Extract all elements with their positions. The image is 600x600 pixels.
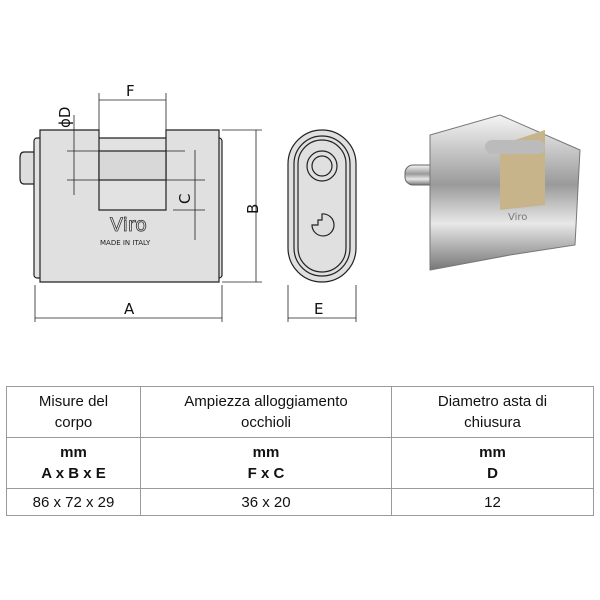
- padlock-technical-drawing: F ϕD C B A Viro MADE IN ITALY E Viro: [19, 82, 581, 322]
- units-shackle-width: mm F x C: [140, 437, 392, 489]
- table-header-row: Misure del corpo Ampiezza alloggiamento oc…: [6, 386, 594, 438]
- dimension-text: D: [487, 465, 498, 482]
- header-bolt-diameter: Diametro asta di chiusura: [391, 386, 594, 438]
- header-text: Diametro asta di: [437, 393, 548, 410]
- header-text: chiusura: [464, 414, 521, 431]
- svg-text:Viro: Viro: [508, 212, 527, 223]
- padlock-product-photo: Viro: [404, 114, 581, 271]
- dimension-text: A x B x E: [41, 465, 106, 482]
- dimension-label-e: E: [314, 300, 323, 318]
- units-body-size: mm A x B x E: [6, 437, 141, 489]
- dimension-label-d: ϕD: [56, 107, 74, 128]
- table-values-row: 86 x 72 x 29 36 x 20 12: [6, 488, 594, 516]
- header-text: Misure del: [38, 393, 109, 410]
- made-in-italy-text: MADE IN ITALY: [100, 239, 151, 247]
- unit-text: mm: [479, 444, 506, 461]
- specifications-table: Misure del corpo Ampiezza alloggiamento oc…: [6, 386, 594, 516]
- dimension-text: F x C: [247, 465, 285, 482]
- header-text: corpo: [54, 414, 93, 431]
- value-bolt-diameter: 12: [391, 488, 594, 516]
- value-shackle-width: 36 x 20: [140, 488, 392, 516]
- dimension-label-f: F: [126, 82, 135, 100]
- brand-logo: Viro: [110, 214, 147, 236]
- padlock-front-view: [19, 93, 262, 322]
- dimension-label-b: B: [244, 204, 262, 214]
- unit-text: mm: [252, 444, 280, 461]
- header-text: Ampiezza alloggiamento: [184, 393, 348, 410]
- header-shackle-width: Ampiezza alloggiamento occhioli: [140, 386, 392, 438]
- dimension-label-c: C: [176, 194, 194, 204]
- padlock-side-view: [287, 129, 357, 322]
- header-body-size: Misure del corpo: [6, 386, 141, 438]
- dimension-label-a: A: [124, 300, 135, 318]
- unit-text: mm: [60, 444, 87, 461]
- value-body-size: 86 x 72 x 29: [6, 488, 141, 516]
- header-text: occhioli: [240, 414, 292, 431]
